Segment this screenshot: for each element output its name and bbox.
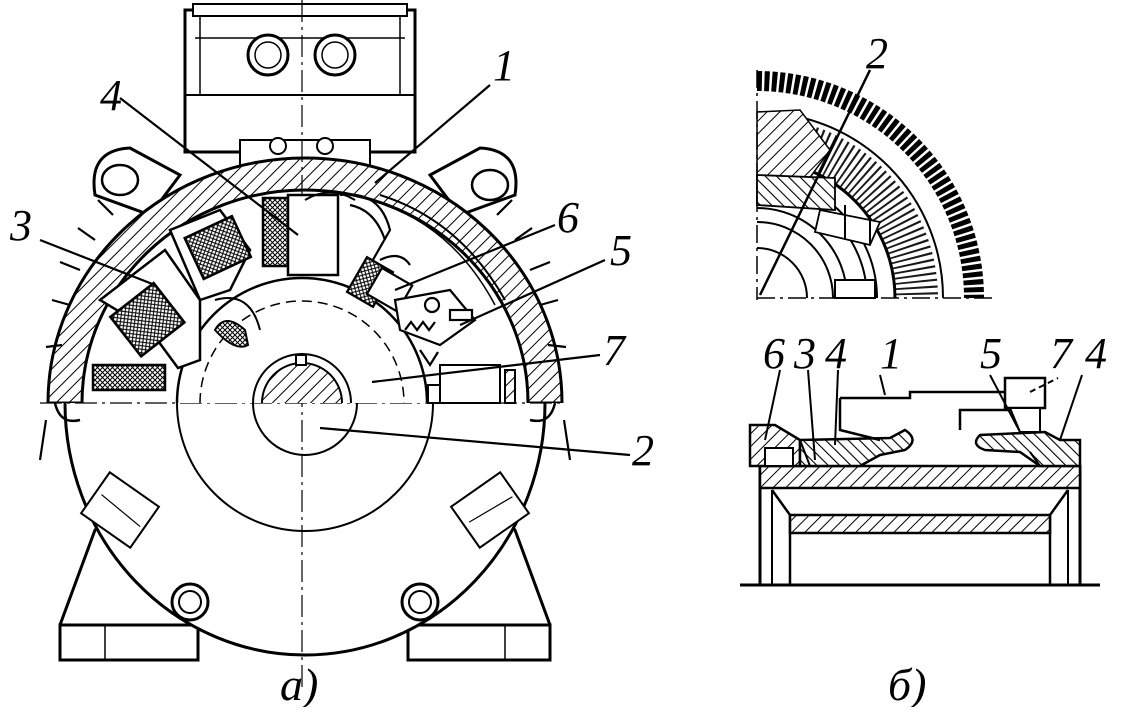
axial-label-4-right: 4 — [1085, 329, 1107, 378]
callout-7: 7 — [603, 326, 627, 375]
axial-label-4-left: 4 — [825, 329, 847, 378]
figure-a — [38, 0, 631, 690]
axial-label-7: 7 — [1050, 329, 1074, 378]
bearing-shield — [175, 276, 429, 404]
quarter-label-2: 2 — [866, 29, 888, 78]
figure-b-axial — [740, 369, 1100, 587]
leader-lines — [39, 84, 631, 457]
callout-4: 4 — [100, 71, 122, 120]
callout-5: 5 — [610, 226, 632, 275]
callout-6: 6 — [557, 193, 579, 242]
axial-label-5: 5 — [980, 329, 1002, 378]
frame-lower — [63, 402, 547, 657]
caption-a: а) — [280, 659, 318, 707]
figure-b-labels: 6 3 4 1 5 7 4 — [763, 329, 1107, 378]
figure-b-quarter — [756, 69, 995, 300]
axial-label-6: 6 — [763, 329, 785, 378]
lifting-eyes — [92, 146, 518, 217]
caption-b: б) — [888, 659, 926, 707]
aux-pole — [261, 191, 356, 277]
axial-label-1: 1 — [880, 329, 902, 378]
axial-label-3: 3 — [793, 329, 816, 378]
callout-2: 2 — [632, 426, 654, 475]
callout-1: 1 — [493, 41, 515, 90]
callout-3: 3 — [9, 201, 32, 250]
brush-gear — [339, 193, 477, 368]
figure-a-labels: 1 2 3 4 5 6 7 — [9, 41, 654, 475]
cooling-fins — [38, 199, 572, 461]
motor-base — [58, 498, 552, 662]
cable — [379, 194, 506, 301]
main-poles — [91, 208, 261, 392]
terminal-box — [183, 3, 417, 167]
